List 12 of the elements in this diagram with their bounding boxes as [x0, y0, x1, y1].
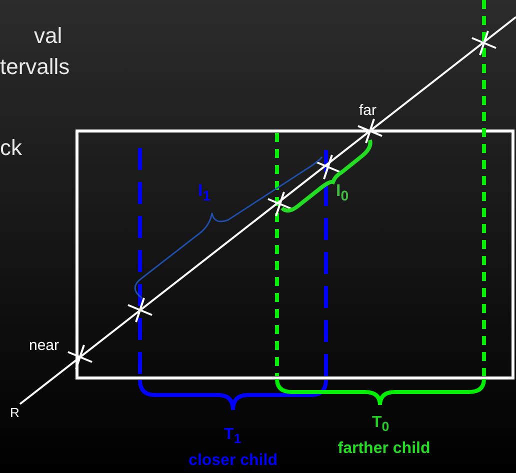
- body-text: tervalls: [0, 56, 70, 78]
- child-label: closer child: [188, 453, 278, 469]
- interval-label: I$_{1}$: [198, 182, 211, 204]
- child-label: farther child: [338, 441, 430, 457]
- subtree-label: T$_{1}$: [224, 427, 242, 446]
- subtree-label: T$_{0}$: [372, 415, 390, 434]
- ray-label: R: [10, 406, 20, 419]
- body-text: ck: [0, 137, 22, 159]
- point-label: near: [29, 338, 60, 353]
- point-label: far: [359, 103, 377, 118]
- body-text: val: [34, 25, 62, 47]
- interval-label: I$_{0}$: [336, 182, 349, 204]
